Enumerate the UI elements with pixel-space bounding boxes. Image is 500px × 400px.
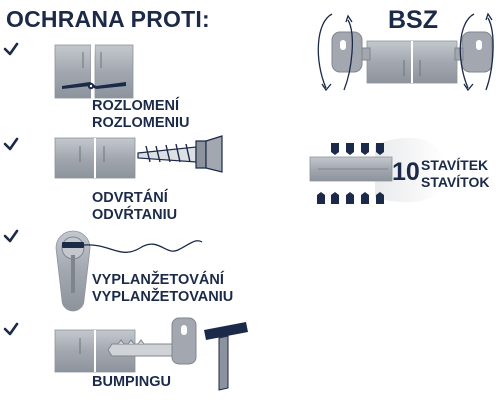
drilled-cylinder-illustration [54, 135, 223, 179]
bumped-cylinder-illustration [54, 317, 248, 391]
rotation-arrow-icon [317, 13, 353, 92]
lock-pick-icon [62, 240, 203, 253]
broken-cylinder-illustration [54, 44, 134, 99]
bsz-label: BSZ [388, 6, 438, 34]
rotation-arrow-icon [459, 12, 494, 92]
pin-icon [317, 143, 384, 204]
feature-label-secondary: ODVŔTANIU [92, 207, 178, 223]
pin-tumbler-illustration [309, 137, 446, 204]
key-icon [454, 31, 493, 73]
drill-icon [137, 135, 223, 173]
feature-label-secondary: ROZLOMENIU [92, 115, 190, 131]
feature-label-primary: ODVRTÁNÍ [92, 190, 168, 206]
pin-label-secondary: STAVÍTOK [421, 174, 490, 190]
key-icon [107, 317, 197, 365]
key-icon [331, 31, 371, 73]
pin-count: 10 [392, 158, 420, 186]
bsz-cylinder-illustration [317, 12, 494, 92]
checkmark-icon [3, 137, 19, 151]
feature-label-secondary: VYPLANŽETOVANIU [92, 289, 234, 305]
feature-label-primary: BUMPINGU [92, 374, 171, 390]
feature-label-primary: ROZLOMENÍ [92, 98, 179, 114]
checkmark-icon [3, 322, 19, 336]
checkmark-icon [3, 229, 19, 243]
checkmark-icon [3, 42, 19, 56]
page-title: OCHRANA PROTI: [6, 6, 210, 32]
break-line-icon [62, 82, 126, 90]
pin-label-primary: STAVÍTEK [421, 157, 489, 173]
feature-label-primary: VYPLANŽETOVÁNÍ [92, 272, 224, 288]
cylinder-profile-illustration [55, 230, 203, 312]
hammer-icon [204, 322, 248, 391]
